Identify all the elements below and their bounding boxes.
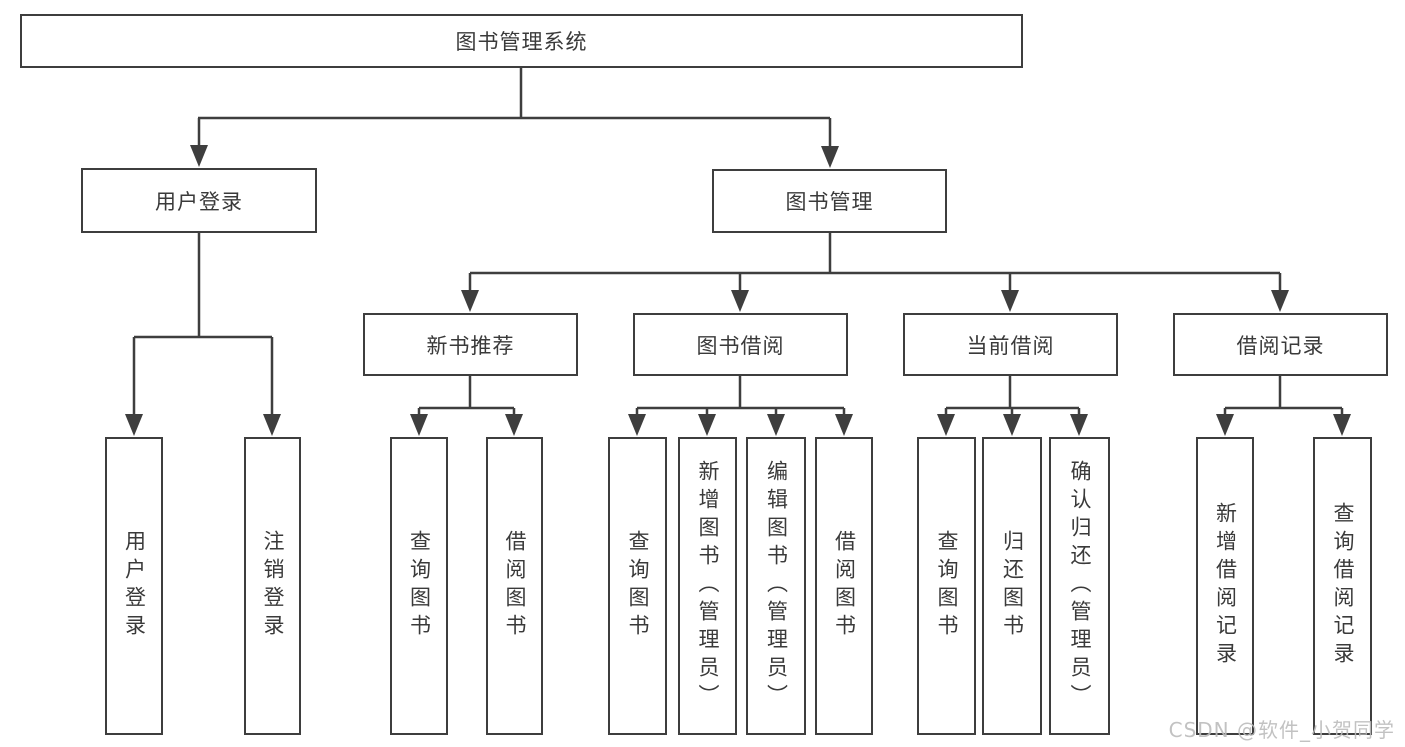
node-root-label: 图书管理系统: [455, 30, 588, 54]
leaf-cb-return-books-label: 归还图书: [1000, 530, 1025, 642]
leaf-nbr-query-books-label: 查询图书: [407, 530, 432, 642]
csdn-watermark: CSDN @软件_小贺同学: [1168, 718, 1395, 742]
node-book-borrowing-label: 图书借阅: [696, 333, 785, 358]
node-borrowing-records-label: 借阅记录: [1236, 333, 1325, 358]
node-new-book-recommendation: 新书推荐: [363, 313, 578, 376]
node-user-login-label: 用户登录: [155, 189, 243, 214]
node-new-book-recommendation-label: 新书推荐: [426, 333, 515, 358]
leaf-cb-return-books: 归还图书: [982, 437, 1042, 735]
leaf-bb-borrow-books-label: 借阅图书: [832, 530, 857, 642]
leaf-nbr-query-books: 查询图书: [390, 437, 448, 735]
leaf-nbr-borrow-books: 借阅图书: [486, 437, 543, 735]
leaf-logout-label: 注销登录: [261, 530, 285, 642]
leaf-bb-add-books-admin-label: 新增图书（管理员）: [696, 460, 720, 712]
node-current-borrowing: 当前借阅: [903, 313, 1118, 376]
leaf-cb-confirm-return-admin: 确认归还（管理员）: [1049, 437, 1110, 735]
leaf-bb-edit-books-admin-label: 编辑图书（管理员）: [764, 460, 789, 712]
arrowheads: [125, 145, 1351, 436]
leaf-cb-query-books-label: 查询图书: [935, 530, 959, 642]
node-user-login: 用户登录: [81, 168, 317, 233]
leaf-br-query-record: 查询借阅记录: [1313, 437, 1372, 735]
leaf-bb-add-books-admin: 新增图书（管理员）: [678, 437, 737, 735]
leaf-bb-edit-books-admin: 编辑图书（管理员）: [746, 437, 806, 735]
node-borrowing-records: 借阅记录: [1173, 313, 1388, 376]
leaf-cb-confirm-return-admin-label: 确认归还（管理员）: [1068, 460, 1092, 712]
leaf-user-login-label: 用户登录: [122, 530, 147, 642]
leaf-user-login: 用户登录: [105, 437, 163, 735]
leaf-br-add-record-label: 新增借阅记录: [1213, 502, 1238, 670]
leaf-nbr-borrow-books-label: 借阅图书: [503, 530, 527, 642]
leaf-bb-query-books: 查询图书: [608, 437, 667, 735]
node-book-borrowing: 图书借阅: [633, 313, 848, 376]
leaf-cb-query-books: 查询图书: [917, 437, 976, 735]
leaf-logout: 注销登录: [244, 437, 301, 735]
leaf-br-query-record-label: 查询借阅记录: [1331, 502, 1355, 670]
leaf-bb-borrow-books: 借阅图书: [815, 437, 873, 735]
node-book-management-label: 图书管理: [785, 190, 874, 214]
node-book-management: 图书管理: [712, 169, 947, 233]
node-root-library-management-system: 图书管理系统: [20, 14, 1023, 68]
leaf-bb-query-books-label: 查询图书: [626, 530, 650, 642]
leaf-br-add-record: 新增借阅记录: [1196, 437, 1254, 735]
node-current-borrowing-label: 当前借阅: [966, 333, 1055, 358]
